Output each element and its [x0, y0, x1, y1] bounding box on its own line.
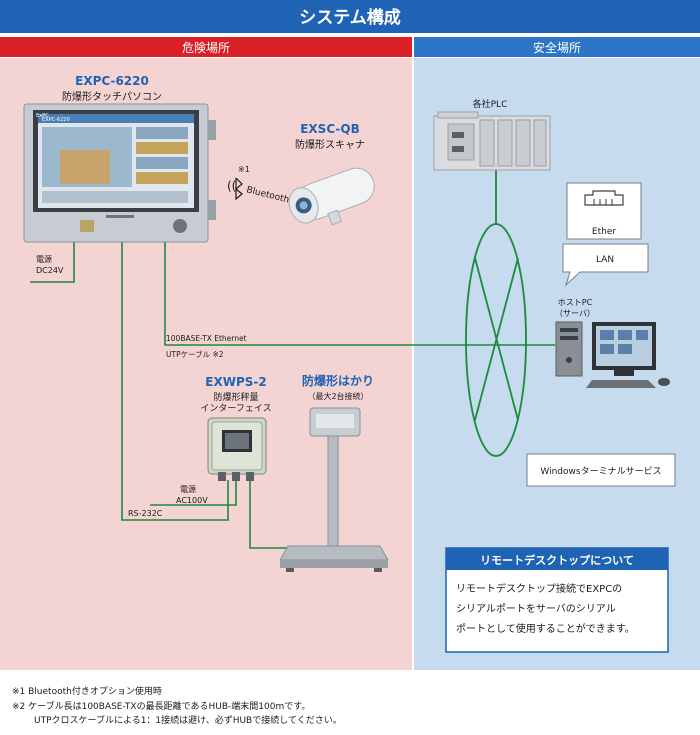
- plc-icon: [433, 111, 551, 171]
- footnote-2: ※2 ケーブル長は100BASE-TXの最長距離であるHUB-端末間100mです…: [12, 700, 310, 712]
- interface-model: EXWPS-2: [205, 375, 266, 389]
- interface-name-1: 防爆形秤量: [213, 391, 258, 403]
- interface-name-2: インターフェイス: [200, 403, 271, 414]
- pc-brand: ExPC: [36, 113, 49, 119]
- plc-name: 各社PLC: [473, 98, 508, 110]
- scanner-model: EXSC-QB: [300, 122, 360, 136]
- host-sub: （サーバ）: [555, 309, 595, 318]
- ethernet-port-icon: [584, 190, 624, 206]
- lan-label: LAN: [596, 255, 614, 265]
- scanner-icon: [288, 167, 375, 226]
- ethernet-line: [164, 240, 555, 346]
- scale-name: 防爆形はかり: [302, 373, 374, 388]
- ethernet-label-1: 100BASE-TX Ethernet: [166, 334, 247, 343]
- remote-desktop-line-3: ポートとして使用することができます。: [456, 622, 635, 635]
- scale-sub: （最大2台接続）: [307, 391, 368, 401]
- remote-desktop-note: リモートデスクトップについて リモートデスクトップ接続でEXPCの シリアルポー…: [445, 547, 669, 653]
- remote-desktop-line-1: リモートデスクトップ接続でEXPCの: [456, 582, 622, 595]
- pc-name: 防爆形タッチパソコン: [62, 90, 162, 103]
- scale-icon: [279, 407, 389, 572]
- pc-screen-label: EXPC-6220: [42, 117, 70, 123]
- interface-power-label-2: AC100V: [176, 496, 208, 505]
- network-hub: [465, 170, 527, 457]
- bluetooth-icon: ((: [227, 177, 243, 201]
- host-pc-icon: [555, 321, 670, 388]
- pc-model: EXPC-6220: [75, 74, 149, 88]
- touch-pc-icon: EXPC-6220 ExPC: [23, 103, 216, 243]
- bluetooth-note-mark: ※1: [238, 165, 250, 174]
- pc-power-label-1: 電源: [36, 255, 52, 264]
- lan-callout: [562, 243, 649, 287]
- interface-power-label-1: 電源: [180, 485, 196, 494]
- rs232c-label: RS-232C: [128, 509, 163, 518]
- weighing-interface-icon: [207, 417, 267, 481]
- remote-desktop-line-2: シリアルポートをサーバのシリアル: [456, 603, 616, 615]
- safe-zone-label: 安全場所: [533, 40, 581, 55]
- svg-text:((: ((: [227, 179, 236, 193]
- windows-service-label: Windowsターミナルサービス: [540, 466, 661, 477]
- ethernet-label-2: UTPケーブル ※2: [166, 349, 224, 359]
- hazardous-zone-header: [0, 37, 412, 57]
- hazardous-zone-label: 危険場所: [182, 41, 230, 55]
- host-name: ホストPC: [558, 298, 593, 307]
- connection-lines: [30, 240, 555, 549]
- ether-box: [566, 182, 642, 240]
- interface-scale-line: [249, 480, 292, 549]
- pc-power-line: [30, 240, 75, 283]
- title-bar: [0, 0, 700, 33]
- page-title: システム構成: [299, 7, 401, 28]
- ether-label: Ether: [592, 227, 616, 237]
- footnote-3: UTPクロスケーブルによる1：1接続は避け、必ずHUBで接続してください。: [34, 714, 342, 726]
- safe-zone-header: [414, 37, 700, 57]
- footnote-1: ※1 Bluetooth付きオプション使用時: [12, 685, 162, 697]
- scanner-name: 防爆形スキャナ: [295, 138, 365, 151]
- rs232c-line: [121, 240, 229, 521]
- remote-desktop-heading: リモートデスクトップについて: [480, 553, 634, 567]
- pc-power-label-2: DC24V: [36, 266, 64, 275]
- windows-service-box: [526, 453, 676, 487]
- interface-power-line: [150, 480, 237, 506]
